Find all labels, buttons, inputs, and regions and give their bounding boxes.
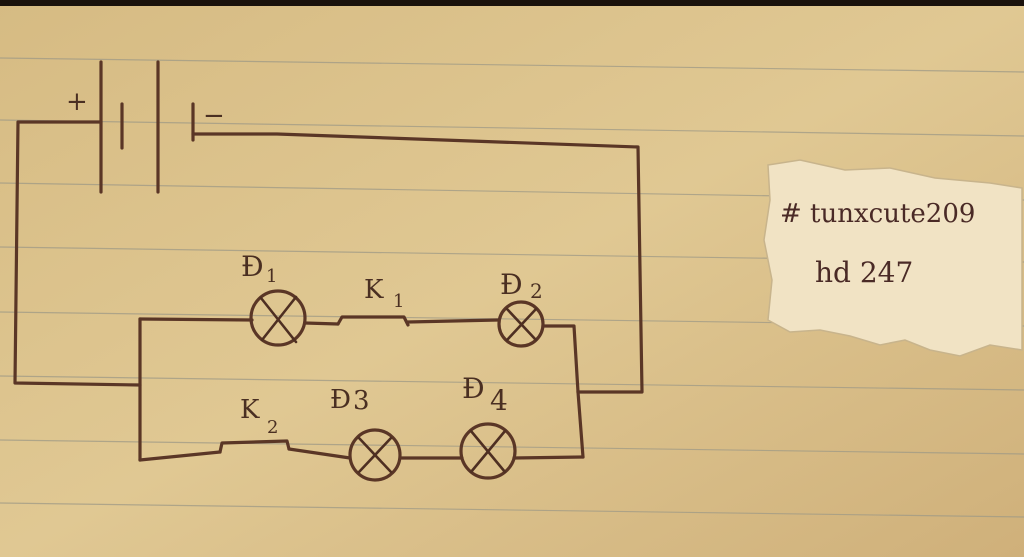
battery: + −: [66, 60, 225, 194]
top-shadow: [0, 0, 1024, 6]
lamp-d1-letter: Đ: [241, 250, 264, 283]
wire-d1-k1: [303, 321, 340, 326]
wire-right-loop: [191, 132, 644, 394]
lamp-d3-circle: [348, 428, 402, 482]
wire-d2-junction: [542, 324, 580, 394]
wires: [13, 120, 644, 462]
wire-right-junction: [576, 390, 585, 459]
lamp-d2-cross-b: [505, 307, 538, 342]
lamp-d1: Đ 1: [241, 250, 307, 347]
note-line2: hd 247: [815, 256, 913, 289]
lamp-d3: Đ 3: [330, 385, 402, 482]
lamp-d3-letter: Đ: [330, 385, 351, 415]
lamp-d3-number: 3: [353, 386, 370, 416]
lamp-d4: Đ 4: [459, 372, 517, 480]
wire-k2-d3: [287, 447, 352, 460]
lamp-d2-circle: [497, 300, 545, 348]
lamp-d1-cross-b: [260, 295, 298, 342]
note-line1: # tunxcute209: [780, 199, 975, 229]
paper-note: # tunxcute209 hd 247: [763, 159, 1023, 357]
switch-k2-subscript: 2: [267, 417, 278, 438]
lamp-d2-subscript: 2: [530, 279, 543, 303]
switch-k1-letter: K: [364, 275, 384, 305]
lamp-d1-subscript: 1: [266, 266, 277, 287]
switch-k2: K 2: [218, 395, 291, 454]
battery-positive-label: +: [66, 87, 88, 117]
lamp-d4-number: 4: [490, 384, 508, 417]
lamp-d3-cross-b: [357, 436, 393, 474]
switch-k2-letter: K: [240, 395, 260, 425]
lamp-d1-circle: [249, 289, 307, 347]
lamp-d2: Đ 2: [497, 268, 545, 348]
battery-negative-label: −: [203, 101, 225, 131]
lamp-d4-circle: [459, 422, 517, 480]
wire-bottom-branch-start: [138, 450, 222, 462]
switch-k1-symbol: [336, 315, 410, 327]
switch-k1-subscript: 1: [393, 291, 404, 312]
wire-k1-d2: [406, 318, 500, 324]
switch-k1: K 1: [336, 275, 410, 327]
wire-top-branch-start: [138, 317, 254, 322]
switch-k2-symbol: [218, 439, 291, 454]
lamp-d4-letter: Đ: [462, 372, 485, 405]
wire-left-loop: [13, 120, 142, 387]
lamp-d2-letter: Đ: [500, 268, 523, 301]
note-paper-shape: [763, 159, 1023, 357]
ruled-lines: [0, 57, 1024, 518]
wire-d4-end: [512, 455, 585, 460]
lamp-d4-cross-b: [469, 429, 507, 474]
